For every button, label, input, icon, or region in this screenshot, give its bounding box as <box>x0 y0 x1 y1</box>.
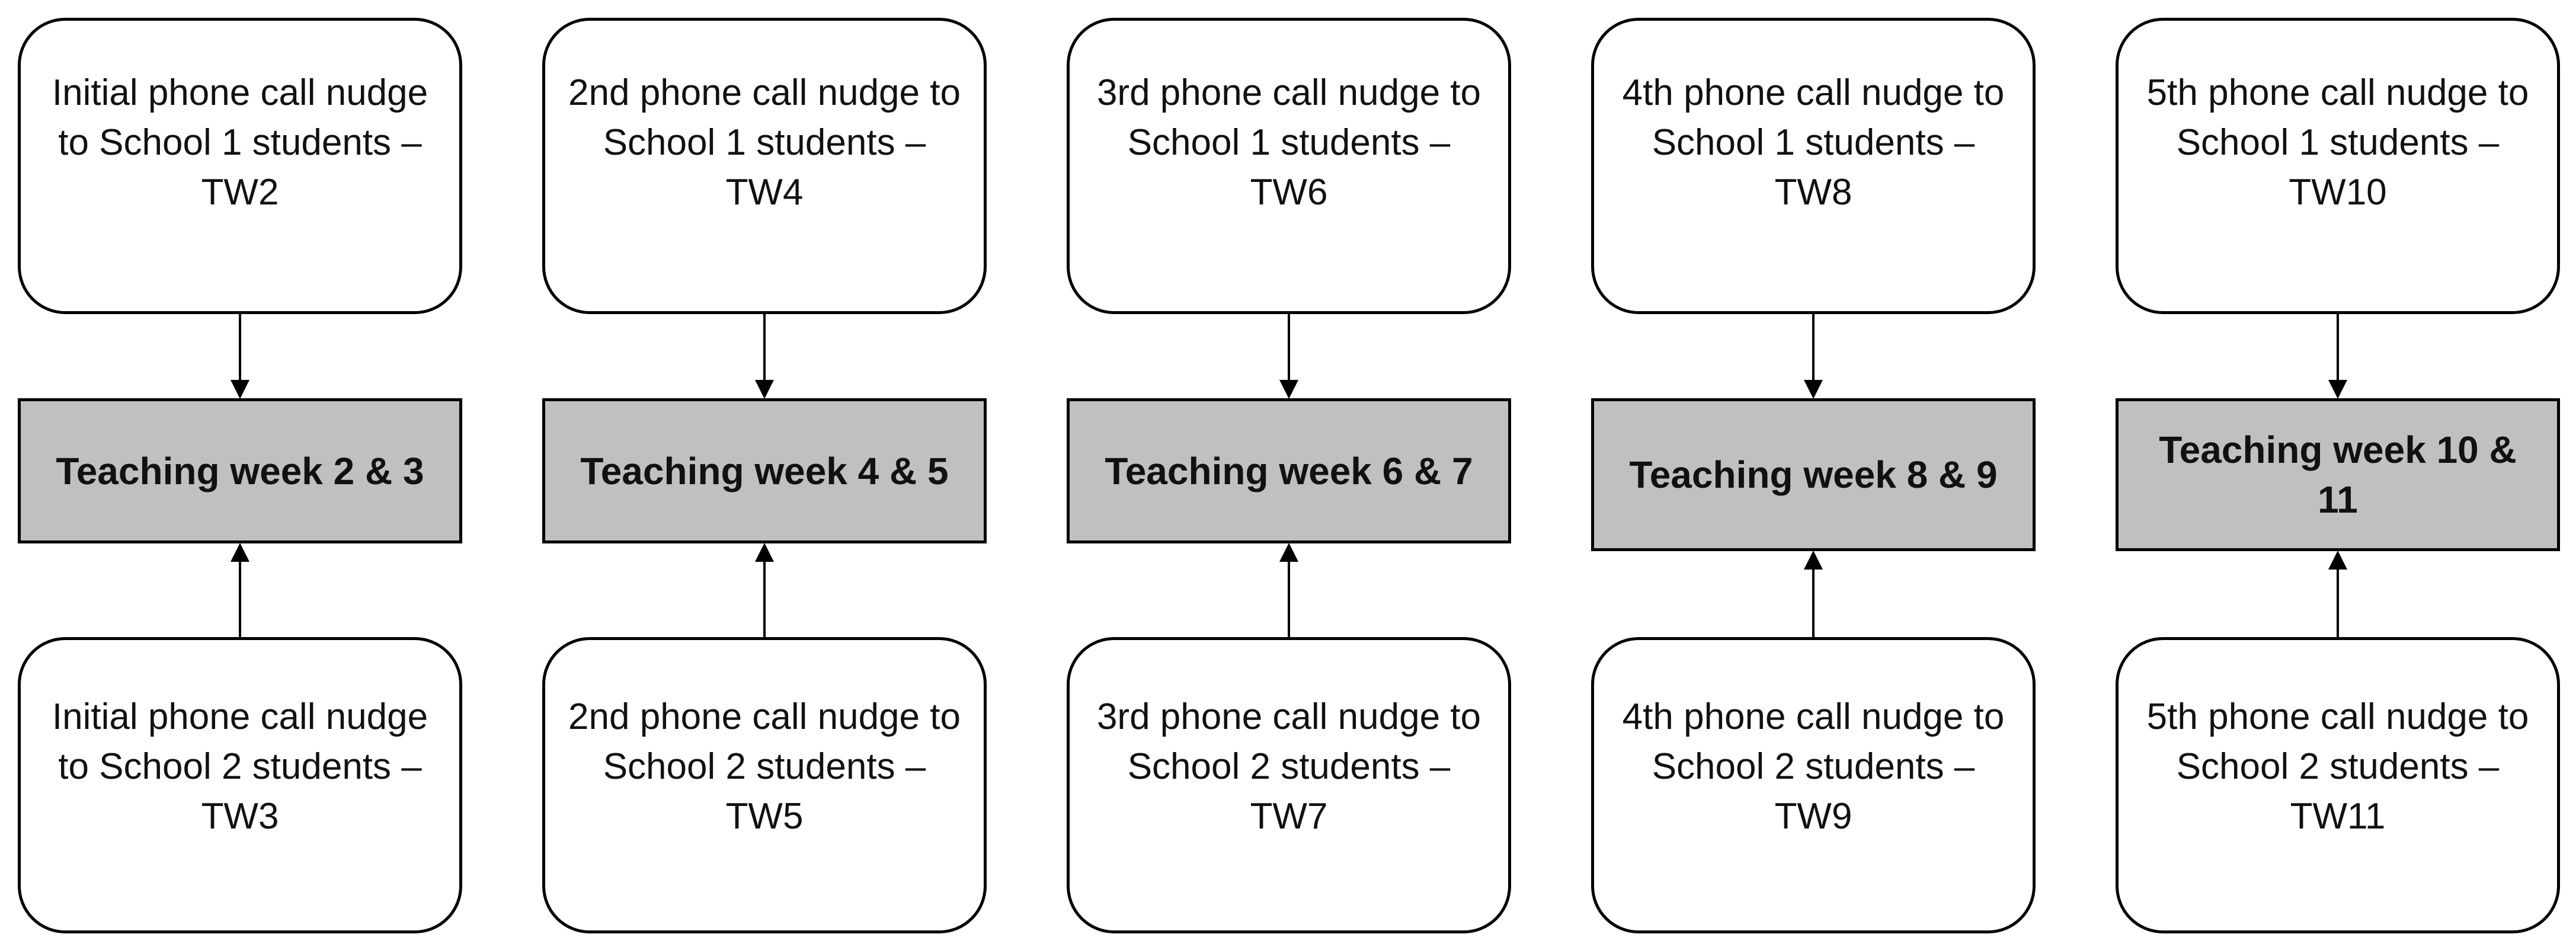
school-2-nudge-node: 4th phone call nudge to School 2 student… <box>1591 637 2036 933</box>
school-1-nudge-node: 4th phone call nudge to School 1 student… <box>1591 18 2036 314</box>
teaching-week-node: Teaching week 8 & 9 <box>1591 398 2036 551</box>
teaching-week-node: Teaching week 6 & 7 <box>1067 398 1511 543</box>
teaching-week-node: Teaching week 2 & 3 <box>18 398 462 543</box>
school-2-nudge-node: 3rd phone call nudge to School 2 student… <box>1067 637 1511 933</box>
teaching-week-node: Teaching week 4 & 5 <box>542 398 987 543</box>
school-2-nudge-node: 5th phone call nudge to School 2 student… <box>2116 637 2560 933</box>
school-1-nudge-node: 3rd phone call nudge to School 1 student… <box>1067 18 1511 314</box>
school-2-nudge-node: Initial phone call nudge to School 2 stu… <box>18 637 462 933</box>
school-1-nudge-node: Initial phone call nudge to School 1 stu… <box>18 18 462 314</box>
school-2-nudge-node: 2nd phone call nudge to School 2 student… <box>542 637 987 933</box>
school-1-nudge-node: 2nd phone call nudge to School 1 student… <box>542 18 987 314</box>
school-1-nudge-node: 5th phone call nudge to School 1 student… <box>2116 18 2560 314</box>
teaching-week-node: Teaching week 10 & 11 <box>2116 398 2560 551</box>
